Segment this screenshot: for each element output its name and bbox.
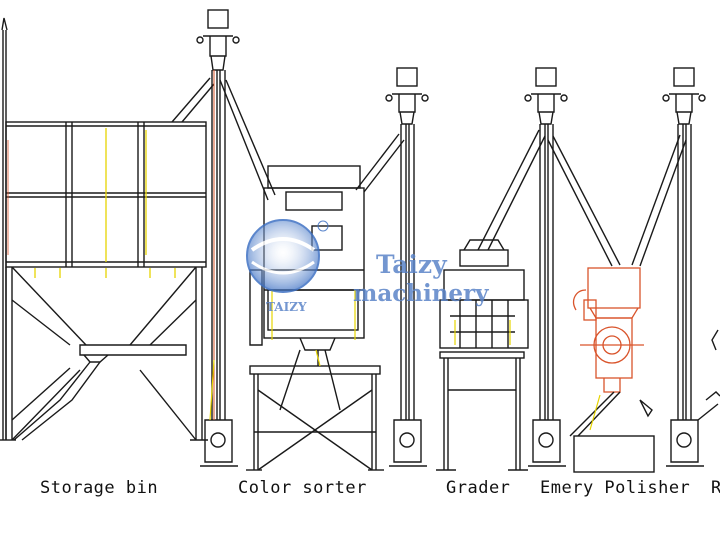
storage-bin-yellow-guides <box>7 128 176 278</box>
bucket-elevator-2 <box>355 67 429 467</box>
bucket-elevator-1 <box>171 9 276 467</box>
polisher-yellow-guide <box>589 394 601 431</box>
logo-text: TAIZY <box>266 300 307 314</box>
storage-bin <box>0 17 208 441</box>
bucket-elevator-4 <box>662 67 720 467</box>
emery-polisher <box>572 267 644 393</box>
bucket-elevator-3 <box>524 67 568 467</box>
label-cut-off: R <box>711 478 720 498</box>
label-emery-polisher: Emery Polisher <box>540 478 691 498</box>
label-color-sorter: Color sorter <box>238 478 367 498</box>
emery-polisher-base <box>547 134 687 473</box>
watermark-line1: Taizy <box>376 250 447 279</box>
watermark-line2: machinery <box>353 280 489 307</box>
label-storage-bin: Storage bin <box>40 478 159 498</box>
taizy-logo <box>246 219 329 293</box>
label-grader: Grader <box>446 478 511 498</box>
grader <box>436 129 546 471</box>
grader-yellow-guide <box>454 320 511 345</box>
elevator-1-yellow-guide <box>209 359 215 421</box>
color-sorter <box>246 165 384 471</box>
color-sorter-yellow-guide <box>271 290 356 367</box>
